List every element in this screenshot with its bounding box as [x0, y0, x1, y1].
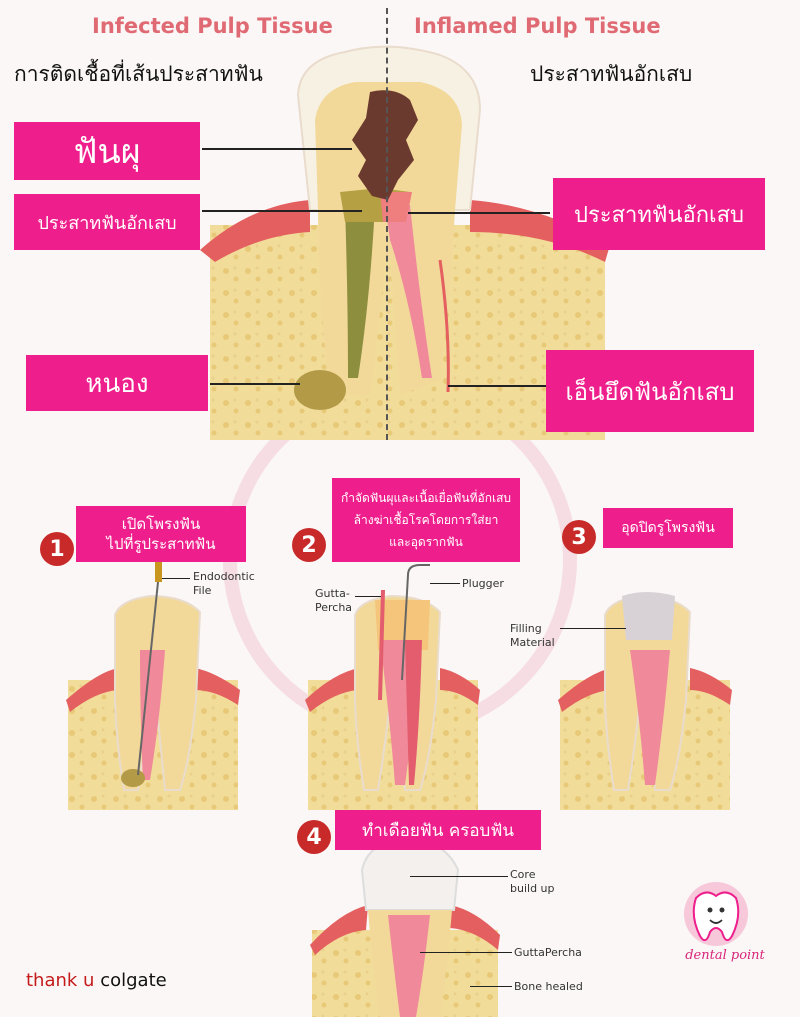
step-2-badge: 2	[292, 528, 326, 562]
label-left-inflamed-pulp: ประสาทฟันอักเสบ	[14, 194, 200, 250]
step-3-badge: 3	[562, 520, 596, 554]
main-tooth-diagram	[200, 45, 610, 440]
annot-guttapercha-2: GuttaPercha	[514, 946, 582, 959]
step1-tooth	[66, 560, 240, 810]
pointer-pus	[210, 383, 300, 385]
label-pus: หนอง	[26, 355, 208, 411]
step-1-label: เปิดโพรงฟัน ไปที่รูประสาทฟัน	[76, 506, 246, 562]
label-ligament: เอ็นยึดฟันอักเสบ	[546, 350, 754, 432]
annot-gutta-percha: Gutta- Percha	[315, 587, 353, 614]
footer-thank: thank u	[26, 970, 95, 991]
footer-credit: thank u colgate	[26, 970, 167, 991]
step2-tooth	[305, 564, 480, 810]
annot-bone-healed: Bone healed	[514, 980, 583, 993]
pointer-left-pulp	[202, 210, 362, 212]
pointer-right-pulp	[408, 212, 550, 214]
gum-left	[200, 200, 310, 262]
step-4-badge: 4	[297, 820, 331, 854]
inflamed-ligament	[438, 259, 450, 393]
annot-filling-material: Filling Material	[510, 622, 555, 649]
logo-text: dental point	[685, 948, 765, 963]
center-divider	[386, 8, 388, 440]
infected-canal	[345, 205, 375, 378]
pointer-endodontic	[162, 578, 190, 579]
pointer-bone	[470, 986, 512, 987]
pointer-ligament	[448, 385, 548, 387]
annot-endodontic-file: Endodontic File	[193, 570, 255, 597]
label-decay: ฟันผุ	[14, 122, 200, 180]
label-right-inflamed-pulp: ประสาทฟันอักเสบ	[553, 178, 765, 250]
pointer-gutta-2	[420, 952, 512, 953]
annot-core-build-up: Core build up	[510, 868, 555, 895]
subheader-inflamed-th: ประสาทฟันอักเสบ	[530, 62, 693, 86]
header-inflamed: Inflamed Pulp Tissue	[414, 14, 661, 38]
step-2-label: กำจัดฟันผุและเนื้อเยื่อฟันที่อักเสบ ล้าง…	[332, 478, 520, 562]
header-infected: Infected Pulp Tissue	[92, 14, 333, 38]
pointer-core	[410, 876, 508, 877]
tooth-logo-icon	[684, 882, 748, 946]
pointer-gutta	[355, 596, 381, 597]
step4-tooth	[310, 836, 500, 1017]
footer-brand: colgate	[100, 970, 167, 991]
inflamed-canal	[385, 205, 432, 378]
dental-point-logo: dental point	[670, 880, 780, 970]
step-3-label: อุดปิดรูโพรงฟัน	[603, 508, 733, 548]
annot-plugger: Plugger	[462, 577, 504, 590]
pus-abscess	[294, 370, 346, 410]
step3-tooth	[558, 592, 732, 810]
step-1-badge: 1	[40, 532, 74, 566]
pointer-decay	[202, 148, 352, 150]
step-4-label: ทำเดือยฟัน ครอบฟัน	[335, 810, 541, 850]
decay-cavity	[352, 90, 418, 200]
pointer-filling	[560, 628, 626, 629]
pointer-plugger	[430, 583, 460, 584]
subheader-infected-th: การติดเชื้อที่เส้นประสาทฟัน	[14, 62, 263, 86]
